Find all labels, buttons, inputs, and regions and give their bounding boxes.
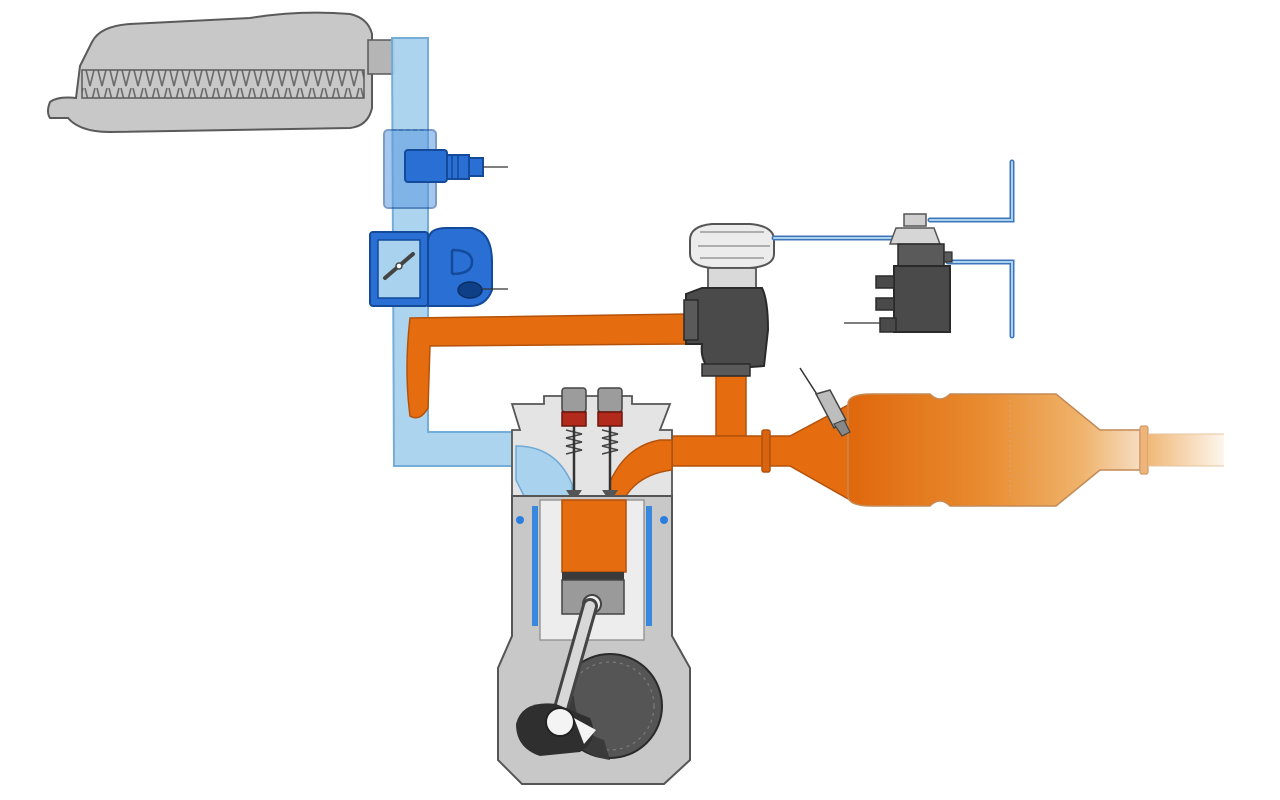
probe-icon	[799, 367, 851, 437]
air-filter-element	[81, 69, 365, 99]
combustion-chamber	[561, 499, 627, 573]
solenoid-icon	[844, 213, 953, 333]
oxygen-sensor	[799, 367, 851, 437]
crankshaft	[516, 598, 663, 760]
vacuum-solenoid	[844, 213, 953, 333]
exhaust-valve	[597, 387, 623, 496]
exhaust-pipe-flange	[761, 429, 771, 473]
mass-air-flow-sensor	[383, 129, 508, 209]
sensor-icon	[404, 149, 508, 183]
catalyst-icon	[847, 393, 1141, 507]
tail-pipe-flange	[1139, 425, 1149, 475]
air-filter-outlet	[367, 39, 395, 75]
exhaust-port	[609, 439, 673, 497]
cylinder-head	[510, 387, 673, 497]
egr-valve	[683, 223, 775, 377]
valve-icon	[683, 223, 775, 377]
tail-pipe	[1148, 434, 1224, 466]
vacuum-lines	[771, 159, 1015, 339]
air-filter-housing	[47, 11, 395, 134]
intake-valve	[561, 387, 587, 496]
coolant-jacket-right	[646, 506, 652, 626]
coolant-jacket-left	[532, 506, 538, 626]
throttle-body	[369, 227, 508, 307]
